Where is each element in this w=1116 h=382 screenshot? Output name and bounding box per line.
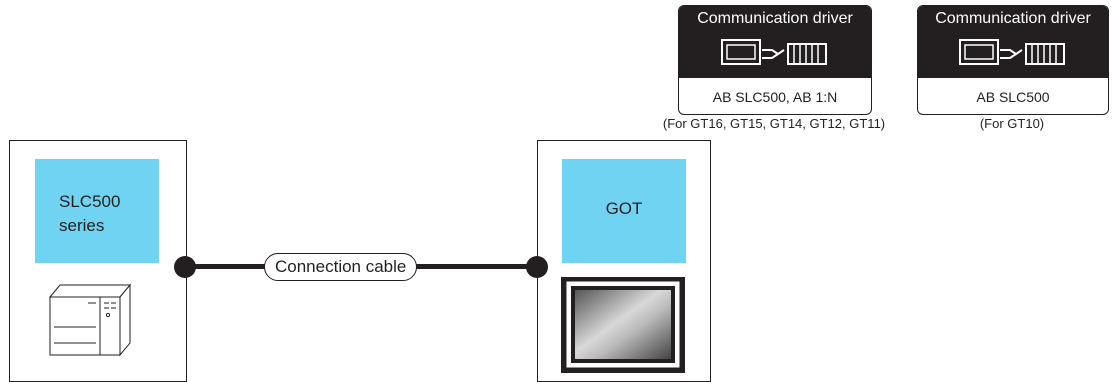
cable-end-right (526, 256, 548, 278)
driver-name: AB SLC500, AB 1:N (712, 89, 838, 105)
driver-header: Communication driver (679, 6, 871, 78)
plc-device: SLC500 series (9, 140, 187, 382)
driver-note: (For GT10) (979, 116, 1045, 131)
driver-header: Communication driver (918, 6, 1108, 78)
pc-to-controller-icon (721, 39, 827, 65)
got-label: GOT (562, 159, 686, 263)
pc-to-controller-icon (959, 39, 1065, 65)
plc-label: SLC500 series (35, 159, 159, 263)
driver-title: Communication driver (697, 10, 853, 27)
driver-box-gt16: Communication driver AB SLC500, AB 1:N (678, 5, 872, 115)
plc-unit-icon (48, 283, 132, 357)
driver-note: (For GT16, GT15, GT14, GT12, GT11) (662, 116, 886, 131)
got-label-text: GOT (605, 199, 643, 218)
plc-label-line2: series (59, 216, 105, 235)
cable-end-left (174, 256, 196, 278)
driver-title: Communication driver (935, 10, 1091, 27)
plc-label-line1: SLC500 (59, 192, 121, 211)
driver-box-gt10: Communication driver AB SLC500 (917, 5, 1109, 115)
cable-label: Connection cable (264, 253, 418, 281)
touch-panel-icon (561, 277, 685, 373)
got-device: GOT (537, 140, 711, 382)
driver-name: AB SLC500 (976, 89, 1050, 105)
